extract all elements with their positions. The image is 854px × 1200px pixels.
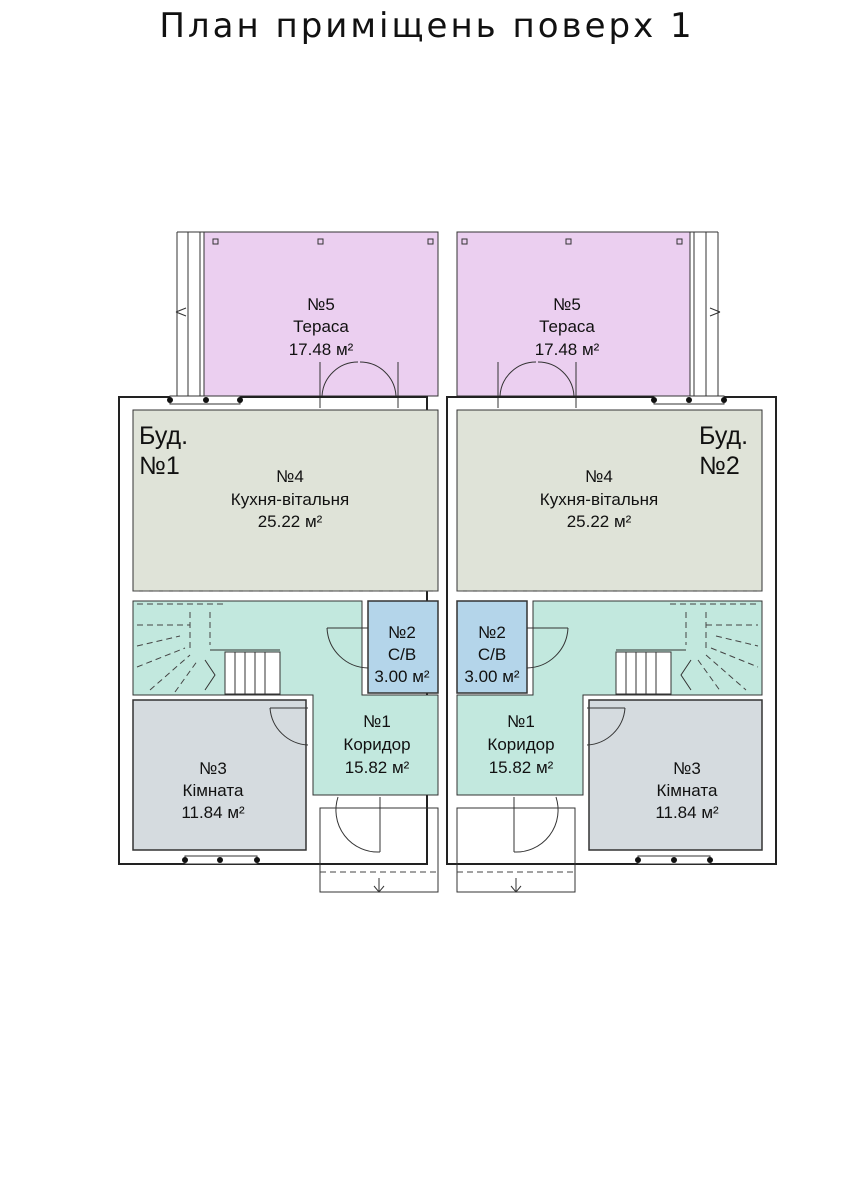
staircase xyxy=(136,603,281,695)
staircase xyxy=(615,603,759,695)
terrace-post-marker xyxy=(565,238,572,245)
page-title: План приміщень поверх 1 xyxy=(159,6,695,46)
terrace-post-marker xyxy=(212,238,219,245)
building-2-label: Буд. xyxy=(699,422,748,450)
room-name: Кухня-вітальня xyxy=(540,490,658,509)
room-number: №1 xyxy=(507,712,535,731)
bathroom-area xyxy=(456,600,528,694)
room-name: Тераса xyxy=(539,317,595,336)
building-1-label: Буд. xyxy=(139,422,188,450)
room-name: Кімната xyxy=(657,781,718,800)
room-number: №2 xyxy=(388,623,416,642)
terrace-door xyxy=(319,361,399,408)
terrace-railing xyxy=(175,231,204,396)
kitchen-area xyxy=(132,409,439,592)
room-area-label: 17.48 м² xyxy=(289,340,354,359)
room-area-label: 11.84 м² xyxy=(655,803,719,822)
room-area xyxy=(132,699,307,851)
building-2 xyxy=(446,231,777,893)
building-wall xyxy=(446,396,777,865)
room-name: Кухня-вітальня xyxy=(231,490,349,509)
bathroom-door xyxy=(326,627,369,669)
entrance-porch xyxy=(319,796,439,893)
building-2-number: №2 xyxy=(699,452,740,480)
room-name: С/В xyxy=(478,645,506,664)
terrace-post-marker xyxy=(676,238,683,245)
kitchen-area xyxy=(456,409,763,592)
room-number: №4 xyxy=(585,467,613,486)
room-name: Коридор xyxy=(343,735,410,754)
terrace-area xyxy=(203,231,439,397)
bathroom-area xyxy=(367,600,439,694)
terrace-post-marker xyxy=(427,238,434,245)
terrace-railing xyxy=(690,231,721,396)
room-door xyxy=(269,707,309,746)
room-area-label: 17.48 м² xyxy=(535,340,600,359)
corridor-area xyxy=(132,600,439,796)
room-number: №5 xyxy=(307,295,335,314)
building-1 xyxy=(118,231,439,893)
room-number: №4 xyxy=(276,467,304,486)
room-area-label: 15.82 м² xyxy=(489,758,554,777)
entrance-porch xyxy=(456,796,576,893)
terrace-post-marker xyxy=(317,238,324,245)
room-number: №2 xyxy=(478,623,506,642)
room-area-label: 3.00 м² xyxy=(374,667,429,686)
room-number: №1 xyxy=(363,712,391,731)
room-area xyxy=(588,699,763,851)
room-area-label: 25.22 м² xyxy=(567,512,632,531)
terrace-door xyxy=(497,361,577,408)
room-number: №5 xyxy=(553,295,581,314)
room-name: С/В xyxy=(388,645,416,664)
room-area-label: 11.84 м² xyxy=(181,803,245,822)
room-number: №3 xyxy=(673,759,701,778)
room-door xyxy=(586,707,626,746)
room-name: Коридор xyxy=(487,735,554,754)
room-name: Тераса xyxy=(293,317,349,336)
room-name: Кімната xyxy=(183,781,244,800)
room-area-label: 3.00 м² xyxy=(464,667,519,686)
terrace-post-marker xyxy=(461,238,468,245)
room-area-label: 25.22 м² xyxy=(258,512,323,531)
terrace-area xyxy=(456,231,691,397)
bathroom-door xyxy=(526,627,569,669)
building-1-number: №1 xyxy=(139,452,180,480)
room-number: №3 xyxy=(199,759,227,778)
room-area-label: 15.82 м² xyxy=(345,758,410,777)
